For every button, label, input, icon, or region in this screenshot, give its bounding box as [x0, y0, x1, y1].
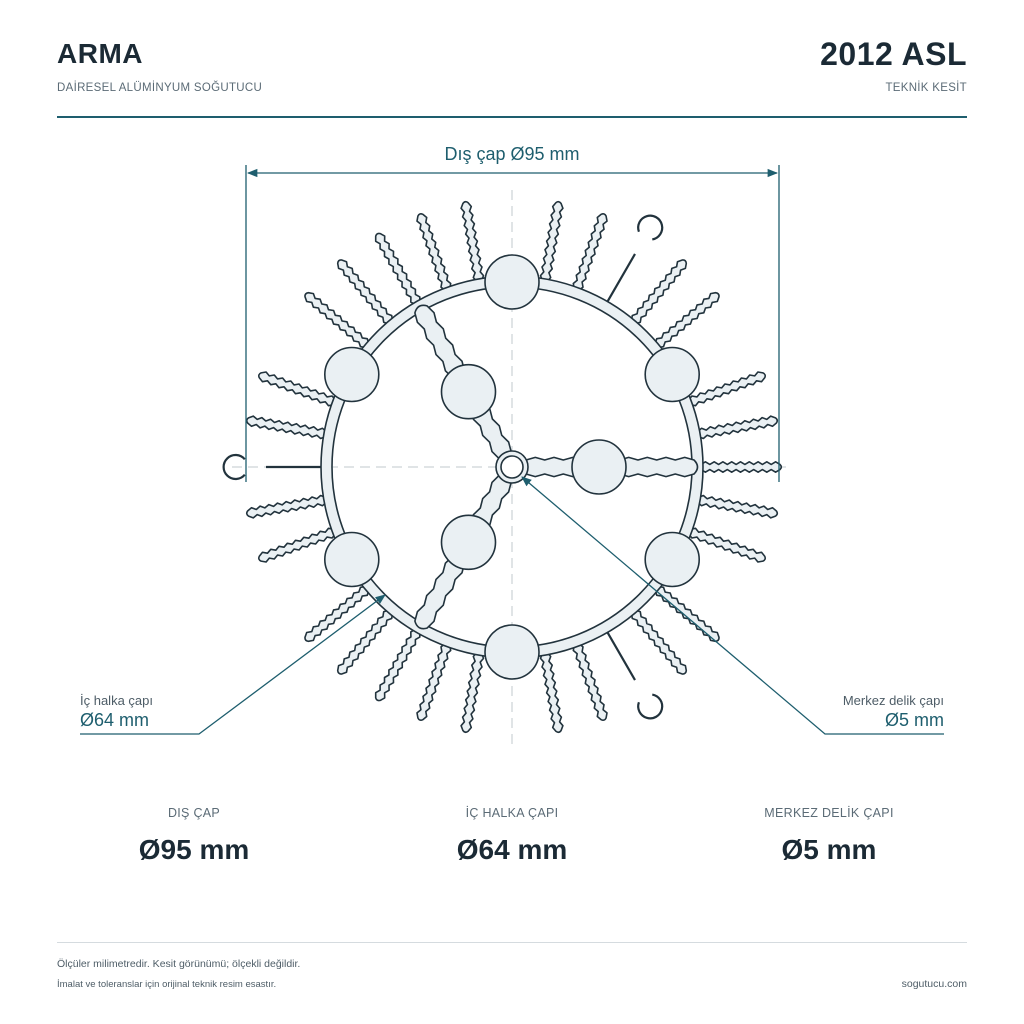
clip-arc — [637, 214, 664, 241]
center-hole-callout — [521, 476, 944, 735]
fin — [245, 415, 328, 440]
fin — [374, 628, 421, 702]
ring-boss — [644, 346, 701, 403]
heatsink-profile — [222, 200, 783, 734]
spec-value: Ø5 mm — [781, 834, 877, 865]
fin — [416, 213, 452, 292]
center-hole-callout-label: Merkez delik çapı — [843, 693, 944, 708]
ring-boss — [644, 531, 701, 588]
ring-boss — [323, 346, 380, 403]
fin-array — [245, 200, 783, 734]
fin — [460, 651, 485, 734]
inner-ring-callout-label: İç halka çapı — [80, 693, 153, 708]
clip-stem — [606, 253, 636, 303]
center-hole — [500, 455, 524, 479]
inner-ring-callout-value: Ø64 mm — [80, 710, 149, 730]
spoke-boss — [440, 514, 497, 571]
website-link[interactable]: sogutucu.com — [901, 978, 967, 990]
view-label: TEKNİK KESİT — [885, 82, 967, 94]
outer-diameter-label: Dış çap Ø95 mm — [444, 144, 579, 164]
screw-bosses — [323, 254, 701, 680]
fin — [696, 494, 779, 519]
brand-title: ARMA — [57, 38, 143, 69]
fin — [336, 609, 394, 675]
fin — [245, 494, 328, 519]
product-subtitle: DAİRESEL ALÜMİNYUM SOĞUTUCU — [57, 82, 263, 94]
fin — [258, 527, 337, 563]
center-hole-leader — [521, 476, 944, 735]
spec-label: MERKEZ DELİK ÇAPI — [764, 806, 894, 820]
clip-stem — [606, 631, 636, 681]
footer-note-tolerance: İmalat ve toleranslar için orijinal tekn… — [57, 979, 277, 990]
fin — [630, 259, 688, 325]
center-hole-callout-value: Ø5 mm — [885, 710, 944, 730]
outer-diameter-dimension — [245, 165, 780, 482]
ring-boss — [484, 254, 540, 310]
clip-arc — [222, 453, 246, 481]
spec-label: DIŞ ÇAP — [167, 806, 221, 820]
spec-outer-diameter: DIŞ ÇAP Ø95 mm — [44, 806, 344, 866]
spec-center-hole-diameter: MERKEZ DELİK ÇAPI Ø5 mm — [679, 806, 979, 866]
spec-value: Ø64 mm — [456, 834, 568, 865]
fin — [572, 642, 608, 721]
header-divider — [57, 116, 967, 118]
fin — [696, 415, 779, 440]
fin — [572, 213, 608, 292]
fin — [539, 651, 564, 734]
fin — [304, 291, 370, 349]
footer-divider — [57, 942, 967, 943]
inner-ring-callout — [80, 594, 386, 735]
clip-arc — [637, 693, 664, 720]
ring-boss — [484, 624, 540, 680]
model-code: 2012 ASL — [820, 36, 967, 72]
spec-value: Ø95 mm — [138, 834, 250, 865]
inner-ring-leader — [80, 594, 386, 735]
mounting-clips — [222, 214, 664, 720]
fin — [258, 371, 337, 407]
spoke-boss — [571, 439, 627, 495]
fin — [654, 585, 720, 643]
fin — [460, 200, 485, 283]
footer-note-units: Ölçüler milimetredir. Kesit görünümü; öl… — [57, 958, 301, 970]
fin — [687, 371, 766, 407]
fin — [539, 200, 564, 283]
spec-inner-ring-diameter: İÇ HALKA ÇAPI Ø64 mm — [362, 806, 662, 866]
fin — [630, 609, 688, 675]
spoke-boss — [440, 363, 497, 420]
fin — [304, 585, 370, 643]
spec-label: İÇ HALKA ÇAPI — [465, 806, 559, 820]
fin — [654, 291, 720, 349]
fin — [336, 259, 394, 325]
fin — [416, 642, 452, 721]
ring-boss — [323, 531, 380, 588]
fin — [700, 461, 783, 473]
fin — [374, 232, 421, 306]
fin — [687, 527, 766, 563]
